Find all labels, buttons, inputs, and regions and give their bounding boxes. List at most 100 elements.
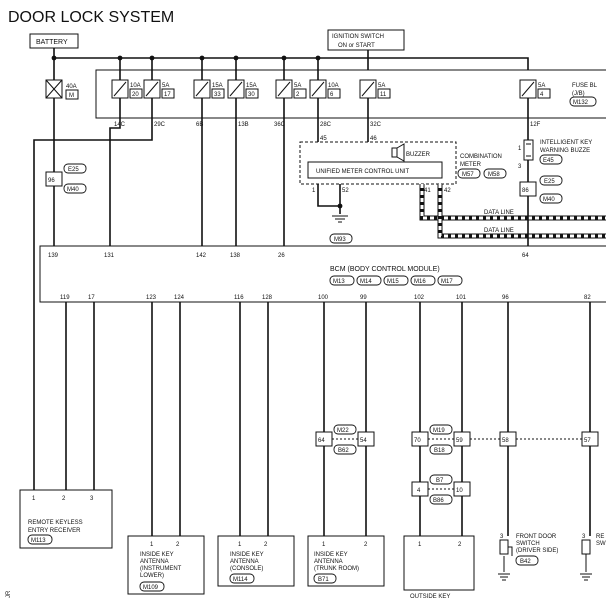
fuse-block-label-1: FUSE BL bbox=[572, 83, 598, 89]
side-code: JR bbox=[6, 590, 12, 598]
fuse-id: 4 bbox=[540, 92, 544, 98]
rear-door-label-2: SW bbox=[596, 541, 606, 547]
antenna-console-conn bbox=[229, 573, 255, 584]
rear-door-switch-icon bbox=[581, 539, 591, 555]
buzzer-icon bbox=[391, 147, 398, 158]
meter-conn-1-label: M57 bbox=[462, 172, 474, 178]
fuse-element bbox=[311, 81, 325, 97]
antenna-trunk-label-1: INSIDE KEY bbox=[314, 552, 348, 558]
fuse-40a-id-box bbox=[65, 89, 79, 100]
fuse-amp: 15A bbox=[246, 83, 257, 89]
bcm-label: BCM (BODY CONTROL MODULE) bbox=[330, 266, 440, 273]
joint-e25-left-conn-a-label: E25 bbox=[68, 167, 79, 173]
antenna-ip-conn bbox=[139, 581, 165, 592]
rke-label-2: ENTRY RECEIVER bbox=[28, 528, 81, 534]
meter-conn-2-label: M58 bbox=[488, 172, 500, 178]
bcm-connector-label: M17 bbox=[441, 279, 453, 285]
joint-e25-right-conn-b bbox=[539, 193, 563, 204]
data-line-1-inner bbox=[420, 184, 606, 220]
front-door-pin: 3 bbox=[500, 534, 504, 540]
rear-door-pin: 3 bbox=[582, 534, 586, 540]
joint-2-top-label: M19 bbox=[433, 428, 445, 434]
antenna-ip-label-1: INSIDE KEY bbox=[140, 552, 174, 558]
joint-2-bottom-conn bbox=[429, 444, 453, 455]
bcm-connector bbox=[410, 275, 436, 286]
meter-pin-46: 46 bbox=[370, 136, 377, 142]
ikey-buzzer-conn bbox=[539, 154, 563, 165]
fuse-id: 2 bbox=[296, 92, 300, 98]
rke-conn bbox=[27, 534, 53, 545]
fuse-40a-id: M bbox=[69, 93, 74, 99]
antenna-ip-pin-2: 2 bbox=[176, 542, 180, 548]
fuse-id-box bbox=[161, 88, 175, 99]
antenna-trunk-conn-label: B71 bbox=[318, 577, 329, 583]
joint-e25-left-conn-b-label: M40 bbox=[67, 187, 79, 193]
joint-1-bottom-conn bbox=[333, 444, 357, 455]
term-29c: 29C bbox=[154, 122, 166, 128]
rke-pin-3: 3 bbox=[90, 496, 94, 502]
unified-meter-unit-box bbox=[307, 161, 443, 179]
joint-3-right-pin: 10 bbox=[456, 488, 463, 494]
joint-4-box bbox=[499, 431, 517, 447]
front-door-switch-icon bbox=[499, 539, 509, 555]
joint-5-pin: 57 bbox=[584, 438, 591, 444]
meter-ground-conn bbox=[329, 233, 353, 244]
joint-e25-left-conn-a bbox=[63, 163, 87, 174]
meter-pin-42: 42 bbox=[444, 188, 451, 194]
term-28c: 28C bbox=[320, 122, 332, 128]
wire-fuse-17 bbox=[33, 58, 153, 490]
data-line-label-1: DATA LINE bbox=[484, 210, 514, 216]
joint-2-bottom-label: B18 bbox=[434, 448, 445, 454]
bcm-pin-128: 128 bbox=[262, 295, 273, 301]
joint-1-left-pin: 64 bbox=[318, 438, 325, 444]
joint-3-top-label: B7 bbox=[436, 478, 444, 484]
bcm-pin-26: 26 bbox=[278, 253, 285, 259]
term-13b: 13B bbox=[238, 122, 249, 128]
antenna-trunk-conn bbox=[313, 573, 337, 584]
fuse-amp: 10A bbox=[130, 83, 141, 89]
fuse-element bbox=[277, 81, 291, 97]
unified-meter-unit-label: UNIFIED METER CONTROL UNIT bbox=[316, 169, 409, 175]
antenna-console-label-3: (CONSOLE) bbox=[230, 566, 263, 572]
bcm-pin-142: 142 bbox=[196, 253, 207, 259]
data-line-label-2: DATA LINE bbox=[484, 228, 514, 234]
fuse-amp: 5A bbox=[378, 83, 385, 89]
ground-icon bbox=[332, 215, 348, 223]
front-door-conn bbox=[515, 555, 539, 566]
joint-e25-left-pin: 96 bbox=[48, 178, 55, 184]
fuse-block-label-2: (J/B) bbox=[572, 91, 585, 97]
fuse-id: 6 bbox=[330, 92, 334, 98]
joint-e25-right-pin: 86 bbox=[522, 188, 529, 194]
bcm-connector-label: M16 bbox=[414, 279, 426, 285]
fuse-40a-amp: 40A bbox=[66, 84, 77, 90]
fuse-element bbox=[521, 81, 535, 97]
joint-b7-b86: 4 10 B7 B86 bbox=[411, 474, 471, 505]
joint-1-right-pin: 54 bbox=[360, 438, 367, 444]
battery-label: BATTERY bbox=[36, 39, 68, 46]
joint-3-top-conn bbox=[429, 474, 453, 485]
ikey-buzzer-pin-3: 3 bbox=[518, 164, 522, 170]
ikey-buzzer-box bbox=[523, 139, 534, 161]
antenna-console-conn-label: M114 bbox=[233, 577, 248, 583]
fuse-amp: 5A bbox=[294, 83, 301, 89]
fuse-id-box bbox=[293, 88, 307, 99]
bcm-pin-123: 123 bbox=[146, 295, 157, 301]
ikey-buzzer-label-2: WARNING BUZZE bbox=[540, 148, 590, 154]
meter-ground-dot bbox=[337, 203, 343, 209]
bcm-connector-label: M13 bbox=[333, 279, 345, 285]
front-door-label-3: (DRIVER SIDE) bbox=[516, 548, 558, 554]
fuse-element bbox=[113, 81, 127, 97]
joint-1-bottom-label: B62 bbox=[338, 448, 349, 454]
front-door-label-1: FRONT DOOR bbox=[516, 534, 557, 540]
antenna-console-pin-2: 2 bbox=[264, 542, 268, 548]
joint-4-pin: 58 bbox=[502, 438, 509, 444]
bcm-pin-102: 102 bbox=[414, 295, 425, 301]
fuse-id-box bbox=[377, 88, 391, 99]
bcm-pin-17: 17 bbox=[88, 295, 95, 301]
antenna-ip-box bbox=[127, 535, 205, 595]
ignition-label-1: IGNITION SWITCH bbox=[332, 34, 384, 40]
bcm-pin-64: 64 bbox=[522, 253, 529, 259]
